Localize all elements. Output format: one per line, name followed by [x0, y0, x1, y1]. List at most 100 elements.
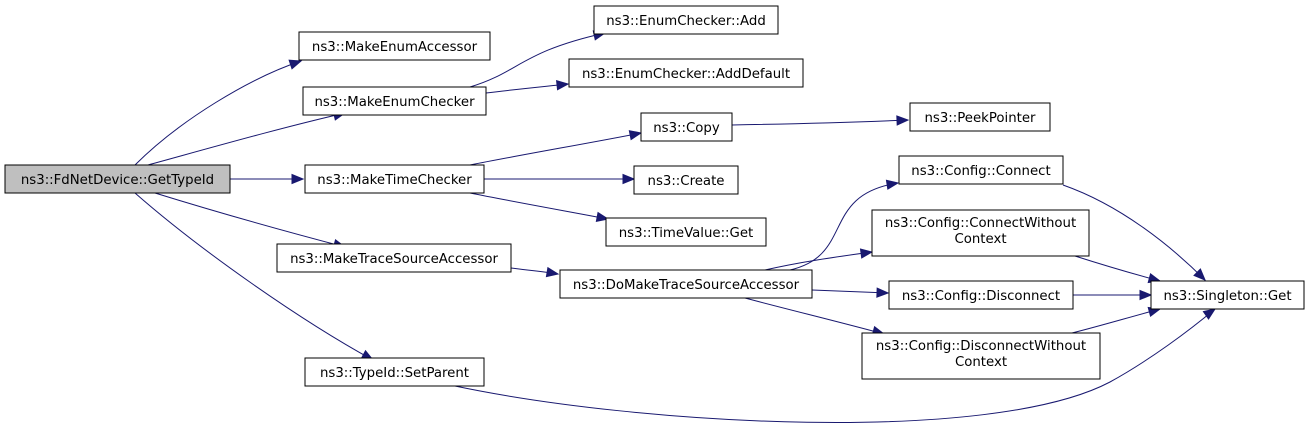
edge-line — [469, 132, 642, 166]
node-label: ns3::MakeTimeChecker — [317, 173, 472, 188]
edge-root-to-makeEnumAccessor — [134, 59, 303, 166]
node-label: ns3::FdNetDevice::GetTypeId — [21, 173, 214, 188]
node-configDisconnect[interactable]: ns3::Config::Disconnect — [888, 280, 1074, 310]
node-box — [304, 164, 485, 194]
node-box — [898, 155, 1064, 185]
node-makeEnumChecker[interactable]: ns3::MakeEnumChecker — [302, 86, 487, 116]
arrowhead-icon — [1202, 308, 1217, 320]
node-box — [593, 5, 779, 35]
edge-line — [469, 32, 606, 88]
edge-makeTraceSourceAccessor-to-doMakeTraceSourceAccessor — [510, 266, 560, 278]
edge-line — [134, 60, 302, 166]
node-box — [861, 332, 1101, 380]
edge-line — [134, 192, 374, 361]
node-box — [559, 269, 813, 299]
edge-line — [1062, 184, 1206, 281]
arrowhead-icon — [291, 173, 305, 185]
node-label: ns3::PeekPointer — [924, 111, 1036, 126]
node-label: ns3::EnumChecker::Add — [606, 14, 766, 29]
node-label: ns3::EnumChecker::AddDefault — [582, 67, 790, 82]
edge-makeTimeChecker-to-timeValueGet — [469, 192, 610, 223]
node-configConnect[interactable]: ns3::Config::Connect — [898, 155, 1064, 185]
edge-root-to-makeTraceSourceAccessor — [154, 192, 347, 250]
node-box — [298, 31, 491, 61]
node-label: ns3::Config::Connect — [911, 164, 1050, 179]
edge-root-to-setParent — [134, 192, 375, 361]
edge-line — [485, 83, 569, 94]
arrowhead-icon — [876, 287, 890, 298]
edge-makeTimeChecker-to-copy — [469, 130, 643, 166]
node-box — [888, 280, 1074, 310]
edge-doMakeTraceSourceAccessor-to-configDisconnectWithoutContext — [744, 297, 886, 337]
edge-root-to-makeTimeChecker — [230, 173, 305, 185]
node-box — [304, 357, 485, 387]
node-label: Context — [954, 232, 1006, 247]
nodes-layer: ns3::FdNetDevice::GetTypeId ns3::MakeEnum… — [4, 5, 1305, 387]
node-label: ns3::Copy — [653, 121, 720, 136]
node-timeValueGet[interactable]: ns3::TimeValue::Get — [605, 217, 767, 247]
edge-line — [744, 297, 885, 335]
arrowhead-icon — [288, 59, 303, 70]
arrowhead-icon — [859, 248, 874, 259]
node-singletonGet[interactable]: ns3::Singleton::Get — [1150, 280, 1305, 310]
node-enumAdd[interactable]: ns3::EnumChecker::Add — [593, 5, 779, 35]
node-setParent[interactable]: ns3::TypeId::SetParent — [304, 357, 485, 387]
node-makeEnumAccessor[interactable]: ns3::MakeEnumAccessor — [298, 31, 491, 61]
edge-line — [454, 308, 1216, 423]
node-label: ns3::Create — [648, 174, 725, 189]
edge-line — [147, 112, 346, 166]
arrowhead-icon — [628, 130, 643, 141]
node-create[interactable]: ns3::Create — [633, 165, 739, 195]
node-box — [568, 58, 804, 88]
node-box — [633, 165, 739, 195]
node-label: ns3::MakeTraceSourceAccessor — [290, 252, 498, 267]
arrowhead-icon — [595, 211, 610, 223]
arrowhead-icon — [1193, 268, 1206, 281]
node-enumAddDefault[interactable]: ns3::EnumChecker::AddDefault — [568, 58, 804, 88]
edge-setParent-to-singletonGet — [454, 308, 1217, 423]
edge-root-to-makeEnumChecker — [147, 110, 347, 166]
edge-line — [154, 192, 346, 248]
arrowhead-icon — [545, 266, 560, 278]
node-makeTraceSourceAccessor[interactable]: ns3::MakeTraceSourceAccessor — [276, 243, 512, 273]
node-box — [605, 217, 767, 247]
node-peekPointer[interactable]: ns3::PeekPointer — [909, 102, 1051, 132]
node-makeTimeChecker[interactable]: ns3::MakeTimeChecker — [304, 164, 485, 194]
edge-makeEnumChecker-to-enumAddDefault — [485, 80, 570, 94]
edge-line — [731, 119, 909, 126]
node-label: ns3::Config::Disconnect — [902, 289, 1060, 304]
node-label: ns3::Config::DisconnectWithout — [876, 339, 1086, 354]
edge-configDisconnect-to-singletonGet — [1073, 289, 1153, 301]
node-root[interactable]: ns3::FdNetDevice::GetTypeId — [4, 164, 231, 194]
node-box — [640, 112, 733, 142]
node-label: ns3::DoMakeTraceSourceAccessor — [573, 278, 800, 293]
arrowhead-icon — [896, 115, 910, 126]
node-box — [1150, 280, 1305, 310]
node-label: ns3::Config::ConnectWithout — [885, 216, 1076, 231]
arrowhead-icon — [556, 80, 570, 91]
arrowhead-icon — [622, 173, 636, 185]
edge-line — [469, 192, 609, 220]
node-doMakeTraceSourceAccessor[interactable]: ns3::DoMakeTraceSourceAccessor — [559, 269, 813, 299]
node-box — [276, 243, 512, 273]
arrowhead-icon — [885, 179, 900, 190]
node-label: ns3::TimeValue::Get — [619, 226, 754, 241]
node-box — [4, 164, 231, 194]
arrowhead-icon — [1139, 289, 1153, 301]
edge-line — [1071, 308, 1161, 334]
edge-doMakeTraceSourceAccessor-to-configDisconnect — [811, 287, 890, 298]
edge-line — [789, 182, 899, 271]
edge-configDisconnectWithoutContext-to-singletonGet — [1071, 306, 1162, 334]
edge-configConnect-to-singletonGet — [1062, 184, 1206, 281]
node-box — [909, 102, 1051, 132]
node-label: ns3::MakeEnumChecker — [314, 95, 475, 110]
node-copy[interactable]: ns3::Copy — [640, 112, 733, 142]
edge-doMakeTraceSourceAccessor-to-configConnectWithoutContext — [764, 248, 874, 271]
node-box — [302, 86, 487, 116]
node-label: ns3::MakeEnumAccessor — [312, 40, 478, 55]
edge-line — [764, 251, 873, 271]
edge-configConnectWithoutContext-to-singletonGet — [1074, 255, 1162, 284]
